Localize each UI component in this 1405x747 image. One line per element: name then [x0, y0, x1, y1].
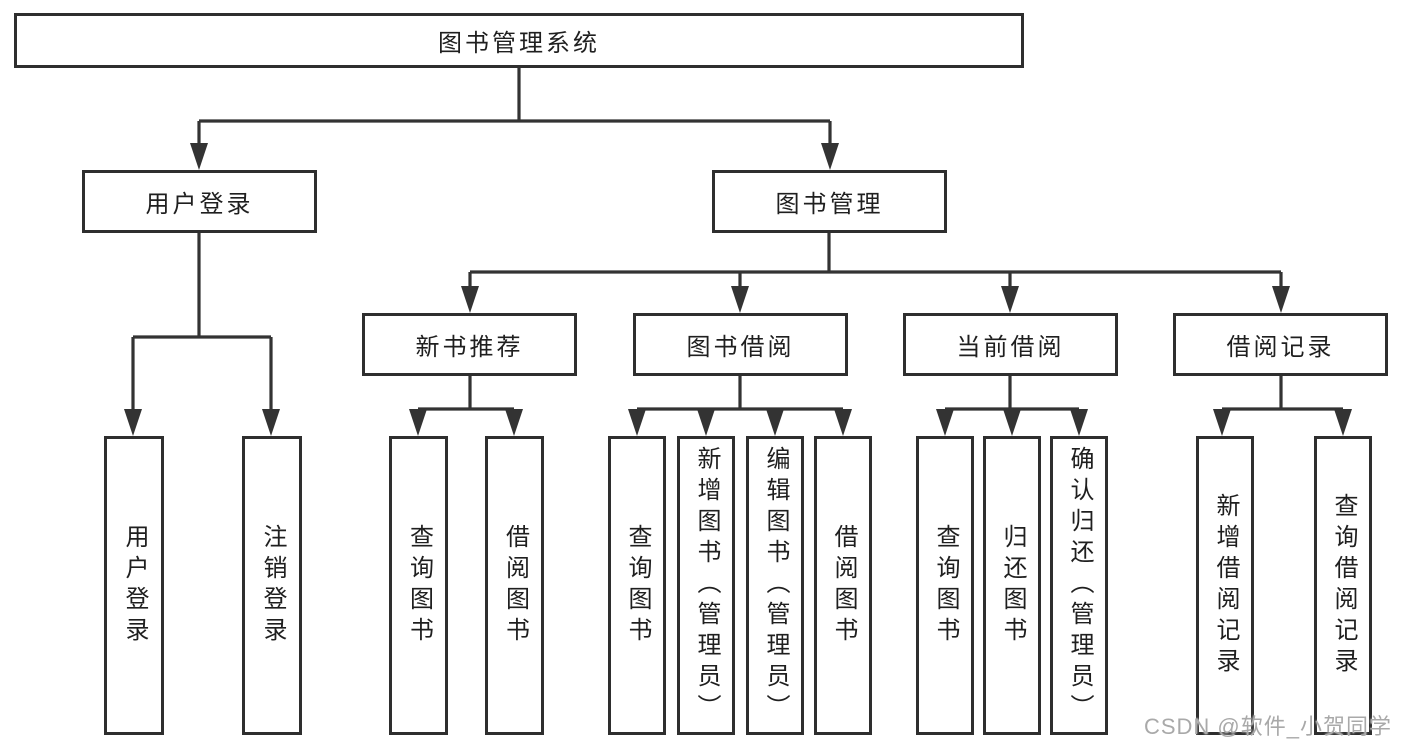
node-book-management: 图书管理	[712, 170, 947, 233]
node-borrowing-records: 借阅记录	[1173, 313, 1388, 376]
node-user-login: 用户登录	[82, 170, 317, 233]
node-new-book-recommend: 新书推荐	[362, 313, 577, 376]
leaf-borrow-book-recommend: 借阅图书	[485, 436, 544, 735]
leaf-query-book-recommend: 查询图书	[389, 436, 448, 735]
leaf-user-login: 用户登录	[104, 436, 164, 735]
leaf-add-book-admin: 新增图书（管理员）	[677, 436, 735, 735]
node-book-borrowing: 图书借阅	[633, 313, 848, 376]
leaf-query-borrow-record: 查询借阅记录	[1314, 436, 1372, 735]
leaf-edit-book-admin: 编辑图书（管理员）	[746, 436, 804, 735]
leaf-logout-login: 注销登录	[242, 436, 302, 735]
leaf-confirm-return-admin: 确认归还（管理员）	[1050, 436, 1108, 735]
leaf-borrow-book: 借阅图书	[814, 436, 872, 735]
leaf-add-borrow-record: 新增借阅记录	[1196, 436, 1254, 735]
node-root-system: 图书管理系统	[14, 13, 1024, 68]
csdn-watermark: CSDN @软件_小贺同学	[1143, 714, 1392, 739]
node-current-borrowing: 当前借阅	[903, 313, 1118, 376]
leaf-return-book: 归还图书	[983, 436, 1041, 735]
leaf-query-book-current: 查询图书	[916, 436, 974, 735]
leaf-query-book-borrow: 查询图书	[608, 436, 666, 735]
